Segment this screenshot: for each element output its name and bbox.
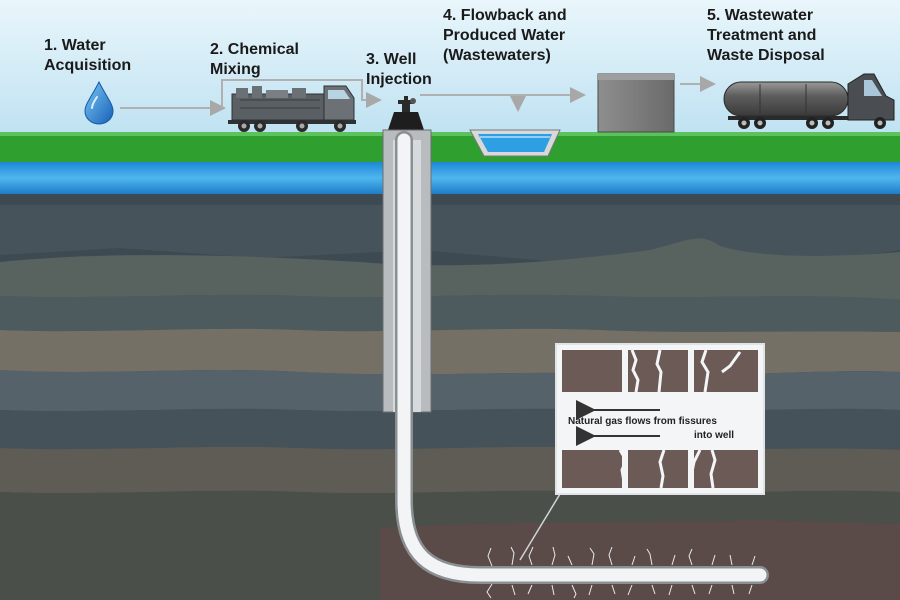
inset-leader-line <box>519 493 561 561</box>
water-drop-icon <box>84 80 114 125</box>
stage-label-well-injection: 3. Well Injection <box>366 51 432 88</box>
stage-label-wastewater-treatment: 5. Wastewater Treatment and Waste Dispos… <box>707 7 825 64</box>
treatment-tank-icon <box>597 73 675 133</box>
inset-caption-line1: Natural gas flows from fissures <box>568 416 717 427</box>
inset-caption-line2: into well <box>694 430 734 441</box>
mixing-truck-icon <box>228 85 356 132</box>
rock-layer <box>0 238 900 300</box>
grass-highlight <box>0 132 900 136</box>
rock-layer <box>0 294 900 332</box>
fissure-inset <box>519 343 765 561</box>
wellbore <box>397 133 767 582</box>
aquifer <box>0 162 900 194</box>
flow-arrow <box>221 79 382 108</box>
ground-surface <box>0 132 900 162</box>
flowback-pit-icon <box>469 129 561 157</box>
wellhead-icon <box>388 96 424 130</box>
shale-layer <box>380 520 900 600</box>
tanker-truck-icon <box>723 73 895 129</box>
stage-label-flowback: 4. Flowback and Produced Water (Wastewat… <box>443 7 567 64</box>
stage-label-chemical-mixing: 2. Chemical Mixing <box>210 41 299 78</box>
fracture-network <box>486 546 756 599</box>
stage-label-water-acquisition: 1. Water Acquisition <box>44 37 132 74</box>
